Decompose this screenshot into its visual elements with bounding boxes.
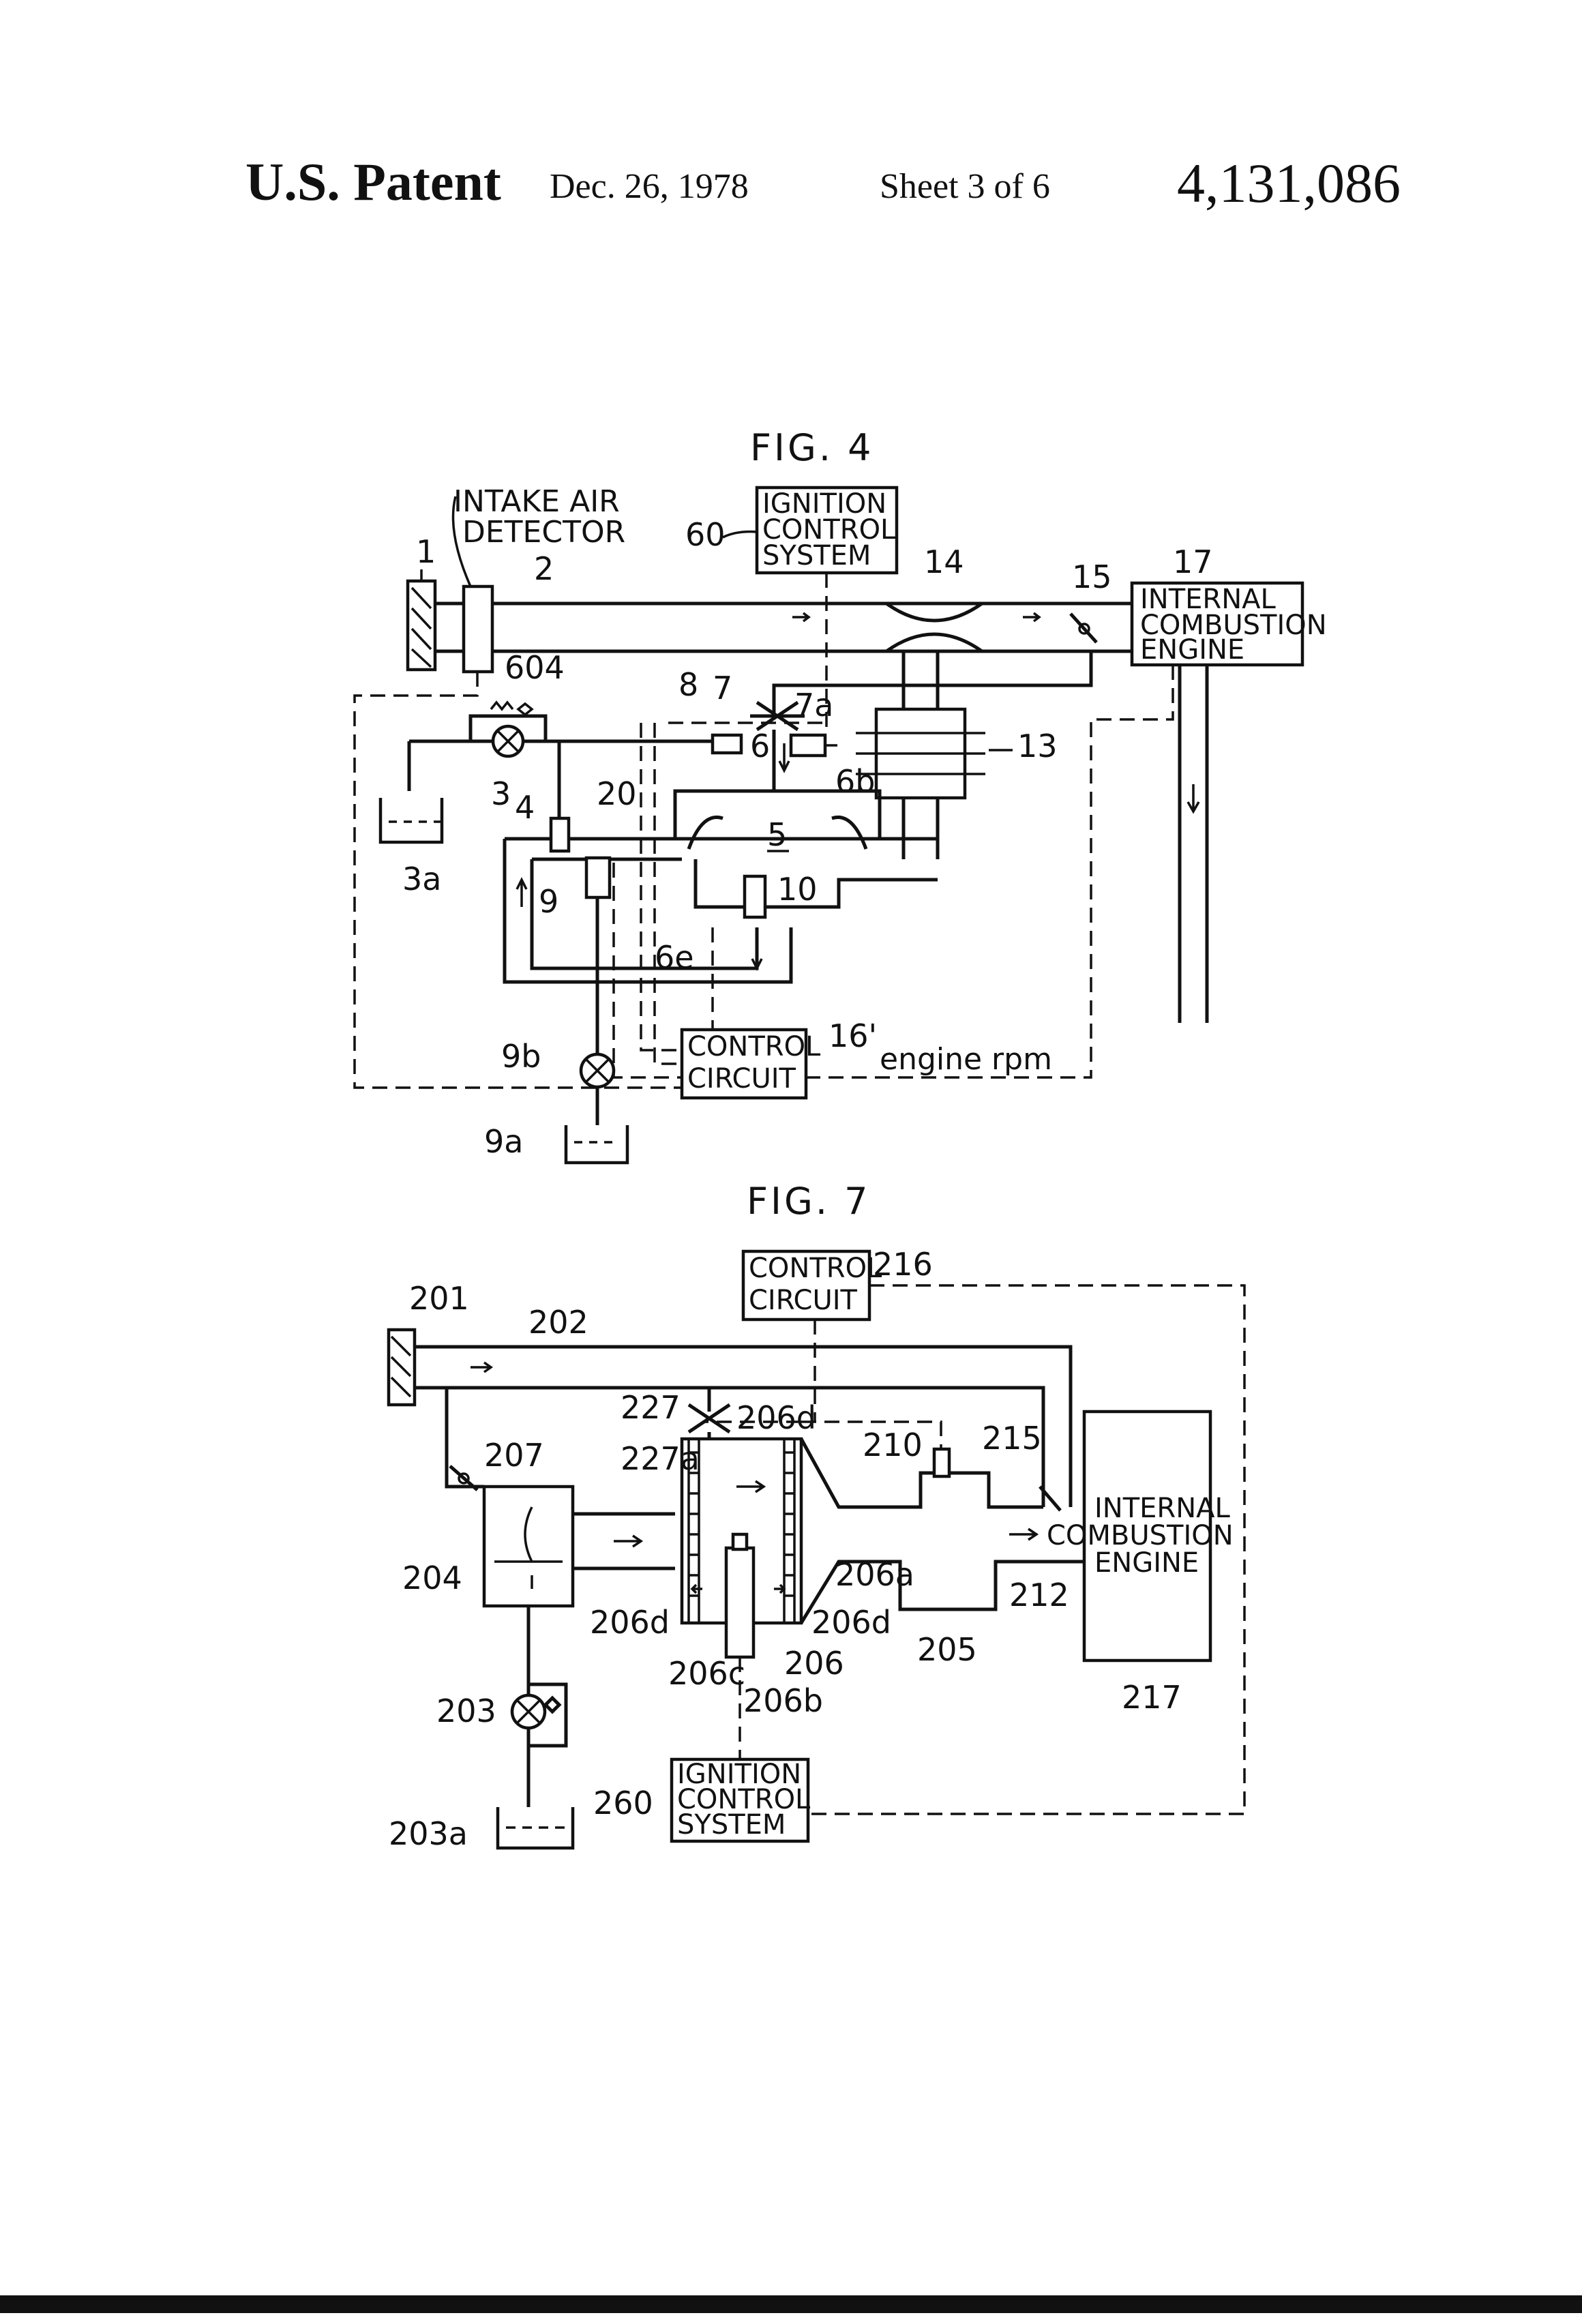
valve-10 (745, 876, 765, 917)
bottom-rule (0, 2295, 1582, 2313)
control-circuit-label-2: CIRCUIT (687, 1063, 796, 1094)
nozzle-8 (713, 735, 741, 753)
ref-60: 60 (685, 516, 726, 553)
ref-20: 20 (597, 775, 637, 812)
injector-6b (791, 735, 825, 756)
engine-intake-arrow (1009, 1529, 1036, 1540)
fig7-intake-arrow (471, 1362, 491, 1372)
ref-7: 7 (713, 670, 732, 706)
ref-207: 207 (484, 1437, 544, 1474)
intake-detector-label-1: INTAKE AIR (453, 484, 620, 519)
ref-206a: 206a (835, 1556, 914, 1593)
ref-206d-2: 206d (590, 1604, 670, 1641)
leader-60 (723, 532, 757, 537)
ref-13: 13 (1017, 728, 1058, 764)
ref-217: 217 (1122, 1679, 1182, 1716)
ref-15: 15 (1072, 558, 1112, 595)
ignition-label-3: SYSTEM (762, 540, 871, 571)
carb-flow-arrow (614, 1536, 641, 1547)
fuel-tank-9a (566, 1125, 627, 1163)
fig4-title: FIG. 4 (750, 426, 874, 469)
ref-206d-3: 206d (811, 1604, 891, 1641)
fig7-control-label-1: CONTROL (749, 1253, 882, 1284)
ref-3: 3 (491, 775, 511, 812)
injector-9 (586, 858, 610, 897)
throttle-valve-15 (1071, 614, 1096, 642)
inner-loop (532, 859, 757, 968)
fig7-diagram: FIG. 7 CONTROL CIRCUIT (389, 1180, 1244, 1852)
ref-7a: 7a (794, 687, 833, 724)
ref-4: 4 (515, 789, 535, 826)
carburetor-204 (484, 1487, 573, 1606)
ref-2: 2 (534, 550, 554, 587)
ref-201: 201 (409, 1280, 469, 1317)
ref-215: 215 (982, 1420, 1042, 1457)
engine-rpm-label: engine rpm (880, 1042, 1052, 1077)
injector-4 (551, 818, 569, 851)
fig7-ignition-label-3: SYSTEM (677, 1809, 786, 1841)
intake-detector-label-2: DETECTOR (462, 515, 625, 550)
ref-6: 6 (750, 728, 770, 764)
pressure-regulator (491, 702, 532, 715)
air-cleaner-1 (408, 581, 435, 670)
heater-206b (726, 1548, 753, 1657)
ref-206: 206 (784, 1645, 844, 1682)
ref-10: 10 (777, 871, 818, 908)
fig7-title: FIG. 7 (747, 1180, 871, 1223)
fuel-tank-3a (380, 798, 442, 842)
ref-604: 604 (505, 649, 565, 686)
engine-label-3: ENGINE (1140, 634, 1244, 666)
fuel-line-3 (409, 716, 713, 741)
venturi-14 (886, 604, 982, 651)
ref-260: 260 (593, 1785, 653, 1821)
valve-flow-arrow (779, 743, 789, 771)
fig4-diagram: FIG. 4 INTERNAL COMBUSTION ENGINE IGNITI… (355, 426, 1327, 1163)
ref-8: 8 (678, 666, 698, 703)
ref-206d: 206d (736, 1399, 816, 1436)
ref-227: 227 (621, 1389, 681, 1426)
ref-14: 14 (924, 543, 964, 580)
exhaust-flow-arrow (1188, 784, 1199, 811)
signal-engine-rpm (806, 665, 1173, 1077)
ref-216: 216 (873, 1246, 933, 1283)
ref-205: 205 (917, 1631, 977, 1668)
ref-17: 17 (1173, 543, 1213, 580)
fig7-engine-label-3: ENGINE (1094, 1547, 1199, 1579)
ref-212: 212 (1009, 1577, 1069, 1613)
intake-air-detector-box (464, 586, 492, 672)
ref-6e: 6e (655, 939, 694, 976)
ref-3a: 3a (402, 861, 441, 897)
heater-cap (733, 1534, 747, 1549)
ref-203a: 203a (389, 1815, 468, 1852)
ref-204: 204 (402, 1560, 462, 1596)
ref-9b: 9b (501, 1038, 541, 1075)
ref-202: 202 (528, 1304, 588, 1341)
ref-227a: 227a (621, 1440, 700, 1477)
valve-210 (934, 1449, 949, 1476)
ref-16: 16' (829, 1017, 877, 1054)
fig7-control-label-2: CIRCUIT (749, 1285, 858, 1316)
ref-206c: 206c (668, 1655, 745, 1692)
control-circuit-label-1: CONTROL (687, 1031, 821, 1062)
ref-1: 1 (416, 533, 436, 570)
ref-9a: 9a (484, 1123, 523, 1160)
ref-210: 210 (863, 1427, 923, 1463)
ref-9: 9 (539, 883, 558, 920)
ref-6b: 6b (835, 763, 875, 800)
ref-206b: 206b (743, 1682, 823, 1719)
ref-203: 203 (436, 1693, 496, 1729)
ref-5: 5 (767, 816, 787, 853)
exhaust-pipe (1180, 665, 1207, 1023)
